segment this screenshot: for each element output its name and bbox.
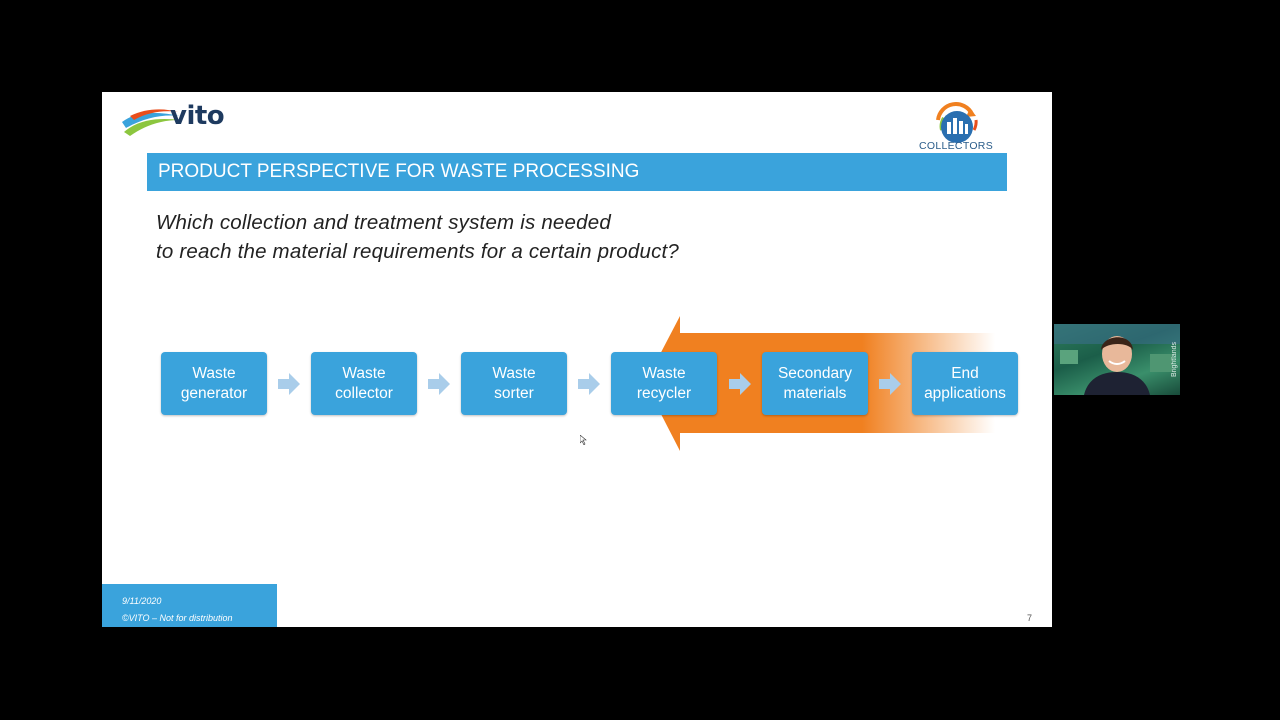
step-label: Waste recycler	[636, 364, 692, 402]
step-label: Waste generator	[180, 364, 248, 402]
step-waste-collector: Waste collector	[311, 352, 417, 415]
collectors-logo-text: COLLECTORS	[919, 140, 993, 152]
chevron-right-icon	[879, 373, 901, 395]
step-end-applications: End applications	[912, 352, 1018, 415]
step-label: Waste collector	[335, 364, 393, 402]
mouse-cursor-icon	[580, 435, 587, 445]
webcam-video-thumbnail[interactable]: Brightlands	[1054, 324, 1180, 395]
webcam-person-image	[1054, 324, 1180, 395]
step-secondary-materials: Secondary materials	[762, 352, 868, 415]
footer-date: 9/11/2020	[122, 596, 162, 606]
step-label: Secondary materials	[777, 364, 853, 402]
chevron-right-icon	[278, 373, 300, 395]
slide-question: Which collection and treatment system is…	[156, 208, 856, 266]
step-waste-sorter: Waste sorter	[461, 352, 567, 415]
question-line-2: to reach the material requirements for a…	[156, 240, 680, 263]
slide-title: PRODUCT PERSPECTIVE FOR WASTE PROCESSING	[147, 153, 1007, 191]
step-label: End applications	[924, 364, 1006, 402]
webcam-overlay-text: Brightlands	[1171, 342, 1178, 378]
question-line-1: Which collection and treatment system is…	[156, 211, 611, 234]
footer-band	[102, 584, 277, 627]
footer-copyright: ©VITO – Not for distribution	[122, 613, 233, 623]
chevron-right-icon	[578, 373, 600, 395]
step-label: Waste sorter	[492, 364, 536, 402]
step-waste-generator: Waste generator	[161, 352, 267, 415]
chevron-right-icon	[428, 373, 450, 395]
chevron-right-icon	[729, 373, 751, 395]
vito-swoosh-logo	[122, 109, 180, 136]
vito-wordmark: vito	[170, 101, 225, 131]
presentation-slide: vito COLLECTORS PRODUCT PERSPECTIVE FOR …	[102, 92, 1052, 627]
page-number: 7	[1027, 613, 1033, 623]
collectors-logo-icon	[936, 102, 978, 143]
step-waste-recycler: Waste recycler	[611, 352, 717, 415]
